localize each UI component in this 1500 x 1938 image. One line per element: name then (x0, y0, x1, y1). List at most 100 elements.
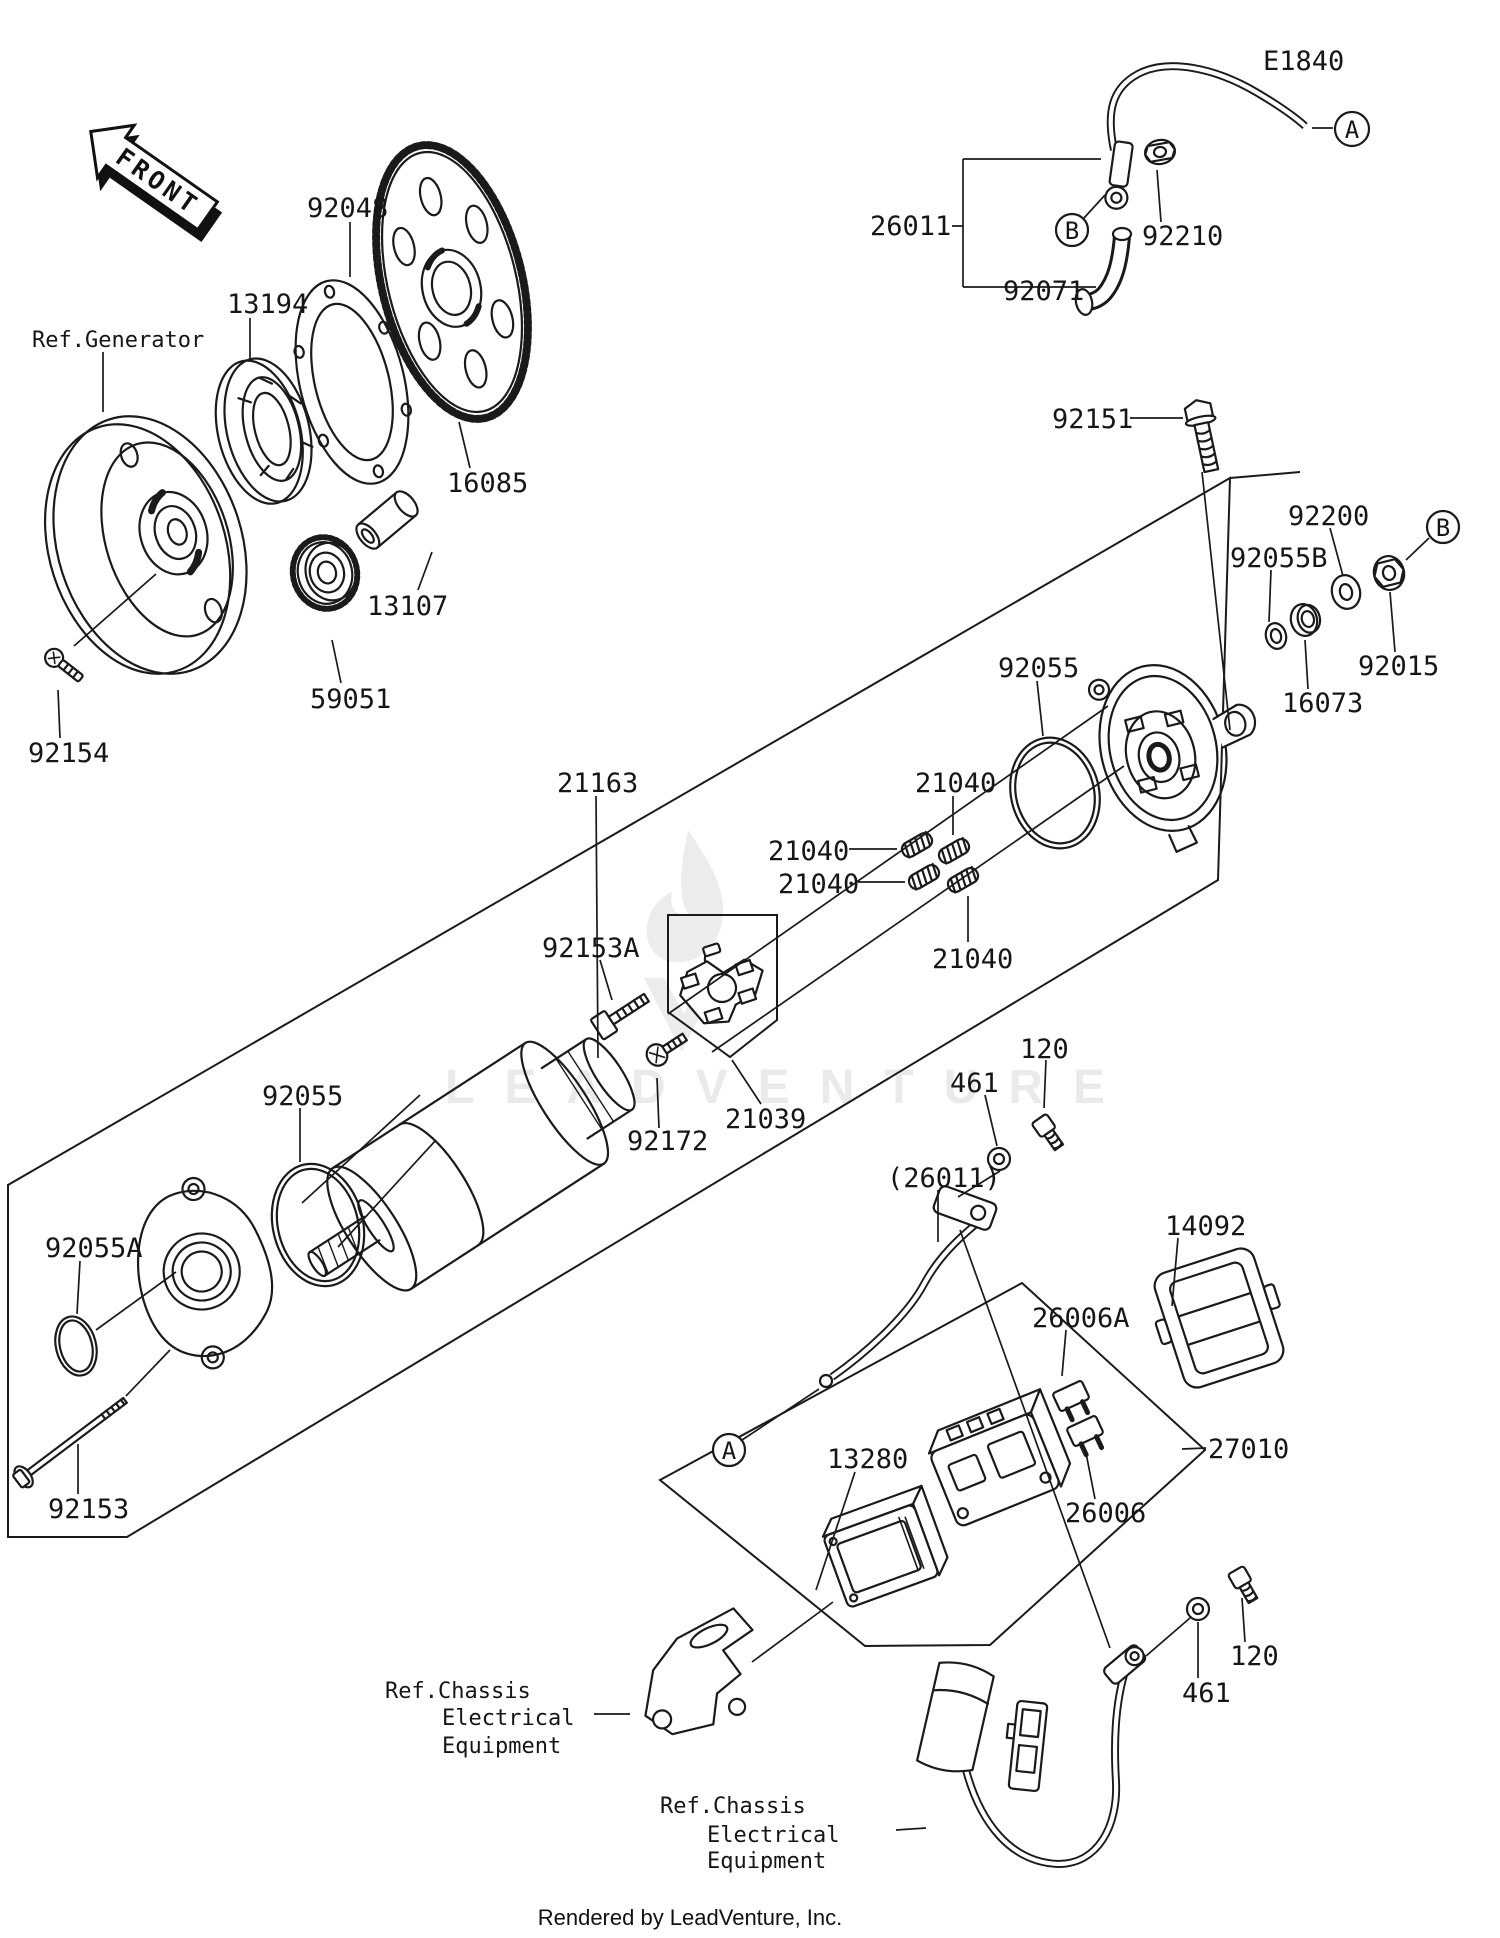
part-number-label: 21040 (778, 869, 859, 900)
rubber-boot (916, 1661, 995, 1773)
callout-a-bottom: A (711, 1432, 747, 1468)
part-labels: E1840 26011 92210 92071 92151 92048 13194 16085… (28, 46, 1439, 1874)
part-number-label: 92055 (262, 1081, 343, 1112)
boot-92071 (1074, 226, 1133, 316)
bolt-92153 (12, 1396, 128, 1489)
o-ring-92055-left (270, 1162, 366, 1288)
bolt-120-lower (1227, 1565, 1259, 1605)
part-number-label: 92153A (542, 933, 640, 964)
bolt-92153a (590, 992, 650, 1041)
brush-springs-21040 (900, 830, 980, 894)
bushing-16073 (1289, 603, 1322, 637)
part-number-label: 92153 (48, 1494, 129, 1525)
part-number-label: 21163 (557, 768, 638, 799)
nut-92210 (1143, 138, 1177, 166)
footer-credit: Rendered by LeadVenture, Inc. (538, 1905, 843, 1930)
washer-461-lower (1185, 1596, 1211, 1622)
reference-label: Ref.Generator (32, 328, 204, 353)
end-bracket (1087, 664, 1257, 853)
battery-cable-26011 (1074, 62, 1308, 316)
ring-gear-16085 (372, 141, 532, 423)
part-number-label: 13194 (227, 289, 308, 320)
callout-a-top: A (1333, 110, 1371, 148)
reference-label: Electrical (707, 1823, 839, 1848)
washer-461 (986, 1146, 1012, 1172)
part-number-label: 13107 (367, 591, 448, 622)
fuse-26006a (1052, 1380, 1091, 1423)
callout-b-top: B (1054, 212, 1090, 248)
front-cover (137, 1176, 274, 1370)
fasteners-upper (986, 1113, 1065, 1172)
callout-b-right: B (1425, 509, 1461, 545)
washer-92200 (1330, 574, 1362, 610)
part-number-label: 461 (950, 1068, 999, 1099)
part-number-label: 16073 (1282, 688, 1363, 719)
end-bracket-fasteners (1264, 555, 1406, 650)
part-number-label: 92071 (1003, 276, 1084, 307)
part-number-label: 120 (1230, 1641, 1279, 1672)
callout-letter: A (722, 1437, 737, 1465)
part-number-label: 21040 (932, 944, 1013, 975)
o-ring-92055-right (1009, 736, 1101, 850)
part-number-label: 21040 (768, 836, 849, 867)
ring-terminal (1104, 140, 1134, 210)
part-number-label: 26006 (1065, 1498, 1146, 1529)
ring-terminal-lower (1103, 1644, 1147, 1685)
battery-cable-26011-lower (818, 1185, 998, 1389)
clutch-13194 (214, 357, 314, 505)
part-number-label: 92172 (627, 1126, 708, 1157)
reference-label: Equipment (707, 1849, 826, 1874)
callout-letter: B (1436, 514, 1450, 542)
part-number-label: 92055 (998, 653, 1079, 684)
front-arrow: FRONT (89, 123, 223, 242)
part-number-label: 92055B (1230, 543, 1328, 574)
part-number-label: 21039 (725, 1104, 806, 1135)
part-number-label: 92151 (1052, 404, 1133, 435)
nut-92015 (1372, 555, 1406, 591)
o-ring-92055a (54, 1315, 98, 1377)
connector (1005, 1699, 1049, 1793)
part-number-label: 120 (1020, 1034, 1069, 1065)
reference-label: Ref.Chassis (385, 1679, 531, 1704)
reference-label: Equipment (442, 1734, 561, 1759)
sleeve-13107 (355, 490, 419, 550)
washer-92055b (1264, 622, 1288, 650)
mount-bracket (644, 1607, 754, 1736)
part-number-label: 13280 (827, 1444, 908, 1475)
gear-59051 (289, 534, 361, 612)
junction-box-13280 (821, 1484, 949, 1608)
part-number-label: 27010 (1208, 1434, 1289, 1465)
part-number-label: 16085 (447, 468, 528, 499)
part-number-label: 92210 (1142, 221, 1223, 252)
bolt-92151 (1183, 399, 1220, 474)
part-number-label: 21040 (915, 768, 996, 799)
part-number-label: 461 (1182, 1678, 1231, 1709)
part-number-label: 92048 (307, 193, 388, 224)
bolt-120 (1031, 1113, 1065, 1152)
reference-label: Ref.Chassis (660, 1794, 806, 1819)
part-number-label: (26011) (887, 1163, 1001, 1194)
part-number-label: 59051 (310, 684, 391, 715)
part-number-label: E1840 (1263, 46, 1344, 77)
watermark-text: LEADVENTURE (445, 1061, 1135, 1114)
part-number-label: 26011 (870, 211, 951, 242)
part-number-label: 26006A (1032, 1303, 1130, 1334)
callout-circles: A B B A (711, 110, 1461, 1468)
screw-92154 (44, 647, 84, 683)
armature-21163 (307, 1037, 636, 1292)
cable-lug (932, 1185, 998, 1231)
fuse-26006 (1066, 1415, 1105, 1458)
callout-letter: A (1345, 116, 1360, 144)
part-number-label: 92055A (45, 1233, 143, 1264)
part-number-label: 92200 (1288, 501, 1369, 532)
starter-motor-lead-assembly (916, 1565, 1259, 1869)
part-number-label: 92015 (1358, 651, 1439, 682)
part-number-label: 14092 (1165, 1211, 1246, 1242)
generator-flywheel (43, 415, 248, 675)
leader-lines (57, 127, 1430, 1831)
part-number-label: 92154 (28, 738, 109, 769)
callout-letter: B (1065, 217, 1079, 245)
screw-92172 (645, 1032, 688, 1067)
